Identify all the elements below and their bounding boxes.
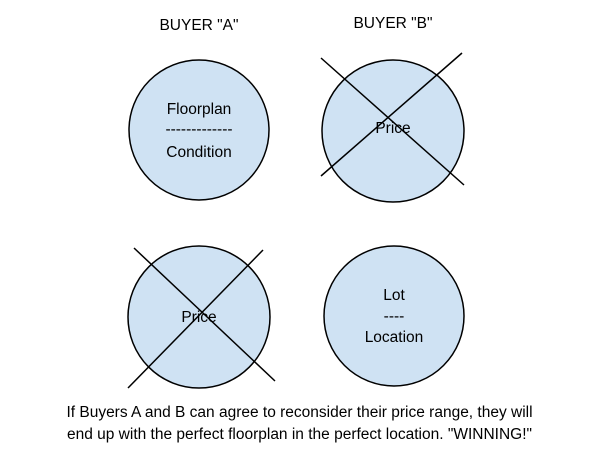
circle-shape (128, 59, 270, 201)
circle-floorplan-condition: Floorplan ------------- Condition (128, 59, 270, 201)
circle-separator: ------------- (165, 121, 232, 138)
cross-out-mark (133, 247, 276, 382)
circle-shape (323, 245, 465, 387)
circle-label-location: Location (365, 329, 424, 346)
caption-line-1: If Buyers A and B can agree to reconside… (66, 404, 533, 421)
circle-separator: ---- (384, 308, 405, 325)
cross-out-mark (320, 57, 465, 186)
circle-lot-location: Lot ---- Location (323, 245, 465, 387)
caption: If Buyers A and B can agree to reconside… (0, 402, 599, 446)
circle-label-floorplan: Floorplan (167, 101, 232, 118)
cross-out-mark (127, 249, 264, 389)
circle-shape (321, 59, 465, 203)
circle-label-lot: Lot (383, 287, 405, 304)
circle-label-price: Price (375, 120, 410, 137)
caption-line-2: end up with the perfect floorplan in the… (66, 426, 533, 443)
circle-label-price: Price (181, 309, 216, 326)
cross-out-mark (320, 52, 463, 177)
circle-label-condition: Condition (166, 144, 232, 161)
circle-price-buyer-a: Price (127, 245, 276, 389)
buyer-b-header: BUYER "B" (353, 15, 432, 32)
circle-price-buyer-b: Price (320, 52, 465, 203)
buyer-a-header: BUYER "A" (159, 17, 238, 34)
